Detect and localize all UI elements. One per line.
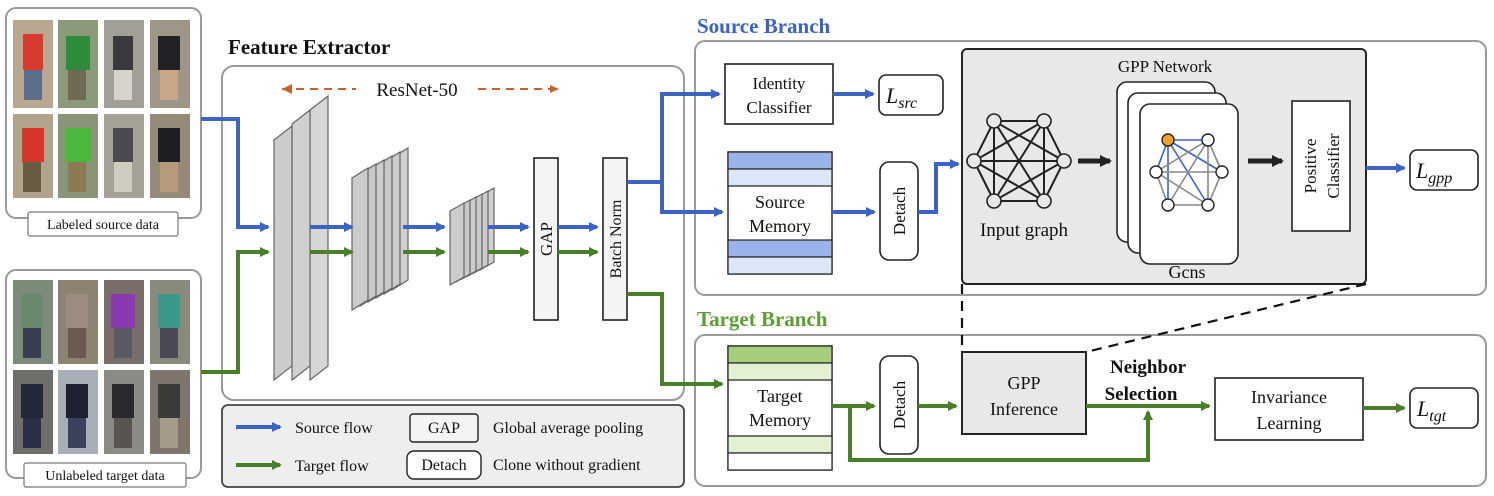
- source-detach: Detach: [879, 161, 919, 261]
- svg-text:Inference: Inference: [990, 399, 1058, 419]
- unlabeled-target-panel: Unlabeled target data: [5, 269, 202, 488]
- source-flow-arrows: [201, 117, 599, 232]
- gpp-network: GPP Network Input graph: [961, 48, 1367, 285]
- legend-source-flow: Source flow: [295, 420, 373, 437]
- svg-text:Classifier: Classifier: [746, 98, 811, 117]
- batch-norm-block: Batch Norm: [602, 157, 628, 321]
- svg-text:Memory: Memory: [749, 410, 811, 430]
- target-flow-arrows: [201, 247, 599, 374]
- svg-text:Lgpp: Lgpp: [1415, 158, 1452, 187]
- svg-text:Classifier: Classifier: [1324, 133, 1343, 198]
- input-graph-label: Input graph: [980, 220, 1069, 241]
- target-branch-heading: Target Branch: [697, 307, 828, 331]
- invariance-learning: Invariance Learning: [1214, 377, 1364, 441]
- gcns-label: Gcns: [1169, 262, 1206, 282]
- legend-gap-key: GAP: [428, 420, 460, 437]
- gpp-projection-lines: [960, 282, 1367, 354]
- neighbor-selection-line1: Neighbor: [1110, 357, 1187, 378]
- gpp-network-title: GPP Network: [1118, 57, 1213, 76]
- svg-text:Memory: Memory: [749, 216, 811, 236]
- svg-text:Identity: Identity: [753, 74, 806, 93]
- labeled-source-caption: Labeled source data: [47, 218, 160, 233]
- svg-text:Ltgt: Ltgt: [1416, 396, 1447, 425]
- legend-target-flow: Target flow: [295, 458, 369, 475]
- target-images: [13, 280, 190, 454]
- svg-text:Positive: Positive: [1301, 139, 1320, 194]
- loss-tgt: Ltgt: [1409, 387, 1479, 429]
- svg-text:Learning: Learning: [1257, 413, 1322, 433]
- svg-text:Source: Source: [755, 192, 805, 212]
- positive-classifier: Positive Classifier: [1291, 100, 1351, 232]
- gcns-stack: [1116, 81, 1239, 265]
- target-detach: Detach: [879, 355, 919, 455]
- resnet-label: ResNet-50: [376, 80, 457, 101]
- gpp-inference: GPP Inference: [961, 351, 1087, 435]
- svg-text:Detach: Detach: [890, 186, 909, 235]
- legend-detach-desc: Clone without gradient: [493, 457, 641, 474]
- gap-block: GAP: [533, 157, 559, 321]
- svg-text:Batch Norm: Batch Norm: [608, 199, 625, 278]
- source-memory: Source Memory: [727, 151, 833, 275]
- identity-classifier: Identity Classifier: [724, 63, 834, 125]
- feature-extractor-heading: Feature Extractor: [228, 35, 390, 59]
- svg-text:GAP: GAP: [537, 222, 556, 256]
- svg-text:Lsrc: Lsrc: [885, 83, 917, 112]
- legend: Source flow Target flow GAP Global avera…: [221, 404, 685, 488]
- svg-text:Invariance: Invariance: [1251, 387, 1327, 407]
- target-branch-arrows: [627, 292, 1406, 462]
- source-branch-heading: Source Branch: [697, 14, 831, 38]
- resnet-range-arrow: [282, 84, 559, 94]
- labeled-source-panel: Labeled source data: [5, 7, 202, 237]
- legend-detach-key: Detach: [421, 457, 466, 474]
- neighbor-selection-line2: Selection: [1105, 384, 1178, 405]
- loss-gpp: Lgpp: [1409, 149, 1479, 191]
- source-branch-arrows: [627, 89, 960, 217]
- resnet-layers: [273, 94, 495, 382]
- svg-text:GPP: GPP: [1007, 373, 1040, 393]
- loss-src: Lsrc: [878, 74, 944, 116]
- unlabeled-target-caption: Unlabeled target data: [45, 469, 165, 484]
- input-graph-icon: [966, 113, 1072, 209]
- target-memory: Target Memory: [727, 345, 833, 471]
- legend-gap-desc: Global average pooling: [493, 420, 643, 437]
- svg-text:Detach: Detach: [890, 380, 909, 429]
- svg-text:Target: Target: [757, 386, 802, 406]
- source-images: [13, 20, 190, 198]
